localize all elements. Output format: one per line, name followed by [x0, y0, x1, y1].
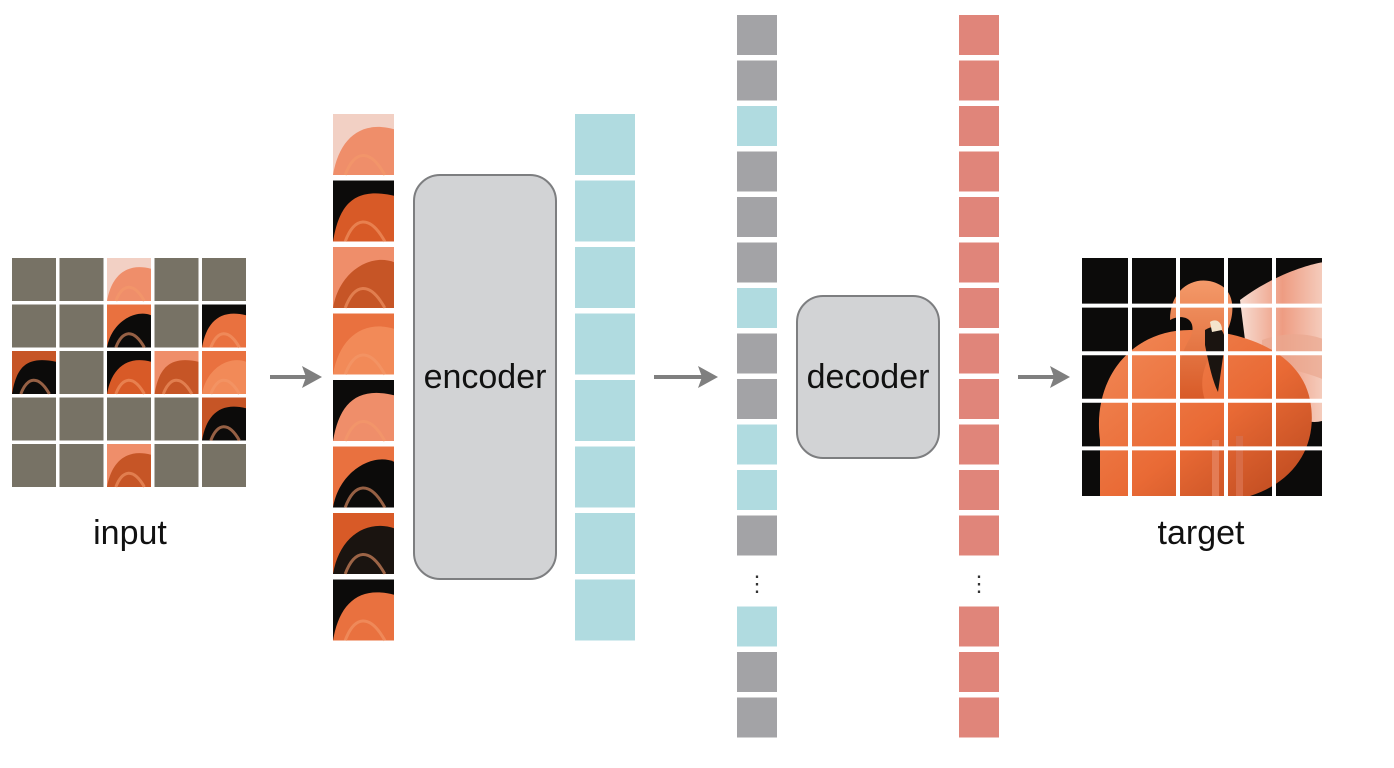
prediction-token	[959, 15, 999, 55]
target-image-grid	[1082, 258, 1322, 496]
token-sequence-column: ⋮	[737, 15, 777, 738]
mask-token	[737, 515, 777, 556]
prediction-token	[959, 515, 999, 556]
mask-token	[737, 197, 777, 237]
flamingo-photo-patch	[202, 304, 246, 349]
flamingo-photo-patch	[333, 180, 394, 243]
masked-patch	[12, 258, 56, 301]
masked-patch	[154, 397, 199, 441]
masked-patch	[12, 304, 56, 348]
prediction-token	[959, 652, 999, 692]
flamingo-photo-patch	[12, 351, 56, 395]
encoded-token	[575, 180, 635, 242]
masked-patch	[154, 444, 199, 487]
flamingo-photo-patch	[107, 304, 151, 349]
encoded-token	[737, 288, 777, 328]
vertical-ellipsis-icon: ⋮	[968, 571, 990, 596]
flamingo-photo-patch	[107, 351, 151, 395]
flamingo-photo-patch	[333, 579, 394, 642]
flamingo-photo-patch	[107, 258, 151, 302]
mask-token	[737, 652, 777, 692]
prediction-token	[959, 242, 999, 283]
masked-patch	[202, 258, 246, 301]
mask-token	[737, 151, 777, 192]
encoded-token	[575, 380, 635, 441]
encoded-token	[575, 446, 635, 508]
right-arrow-icon	[1018, 366, 1070, 388]
flamingo-photo-patch	[154, 351, 199, 395]
input-image-grid	[12, 258, 246, 488]
masked-patch	[59, 444, 104, 487]
masked-patch	[59, 304, 104, 348]
encoded-token	[737, 470, 777, 510]
target-label: target	[1158, 514, 1245, 552]
encoder-label: encoder	[424, 358, 547, 396]
masked-patch	[59, 351, 104, 394]
flamingo-photo-patch	[202, 351, 246, 395]
flamingo-photo-patch	[333, 313, 394, 376]
input-label: input	[93, 514, 167, 552]
encoded-token	[737, 106, 777, 146]
encoded-token	[575, 579, 635, 641]
decoder-block: decoder	[796, 295, 940, 459]
prediction-token	[959, 288, 999, 328]
flamingo-photo-patch	[333, 446, 394, 509]
mask-token	[737, 242, 777, 283]
flamingo-photo-patch	[333, 114, 394, 176]
prediction-token	[959, 424, 999, 465]
flamingo-photo-patch	[107, 444, 151, 488]
flamingo-photo-patch	[202, 397, 246, 442]
mask-token	[737, 333, 777, 374]
masked-patch	[12, 397, 56, 441]
vertical-ellipsis-icon: ⋮	[746, 571, 768, 596]
masked-patch	[59, 258, 104, 301]
mask-token	[737, 697, 777, 738]
masked-patch	[202, 444, 246, 487]
prediction-token-column: ⋮	[959, 15, 999, 738]
prediction-token	[959, 333, 999, 374]
prediction-token	[959, 60, 999, 101]
flamingo-photo-patch	[333, 247, 394, 309]
encoded-token	[575, 313, 635, 375]
masked-patch	[59, 397, 104, 441]
encoded-token	[575, 247, 635, 308]
encoded-token	[737, 424, 777, 465]
masked-patch	[107, 397, 151, 441]
encoded-token-column	[575, 114, 635, 641]
prediction-token	[959, 470, 999, 510]
mask-token	[737, 60, 777, 101]
masked-patch	[154, 258, 199, 301]
flamingo-photo-patch	[333, 513, 394, 575]
encoder-block: encoder	[413, 174, 557, 580]
masked-patch	[154, 304, 199, 348]
visible-patch-column	[333, 114, 394, 642]
mask-token	[737, 379, 777, 419]
encoded-token	[575, 114, 635, 175]
encoded-token	[737, 606, 777, 647]
prediction-token	[959, 697, 999, 738]
encoded-token	[575, 513, 635, 574]
mask-token	[737, 15, 777, 55]
decoder-label: decoder	[807, 358, 930, 396]
flamingo-photo-patch	[333, 380, 394, 442]
prediction-token	[959, 606, 999, 647]
prediction-token	[959, 151, 999, 192]
masked-patch	[12, 444, 56, 487]
prediction-token	[959, 379, 999, 419]
flamingo-photo-patch	[1082, 258, 1322, 496]
right-arrow-icon	[654, 366, 718, 388]
prediction-token	[959, 106, 999, 146]
prediction-token	[959, 197, 999, 237]
right-arrow-icon	[270, 366, 322, 388]
